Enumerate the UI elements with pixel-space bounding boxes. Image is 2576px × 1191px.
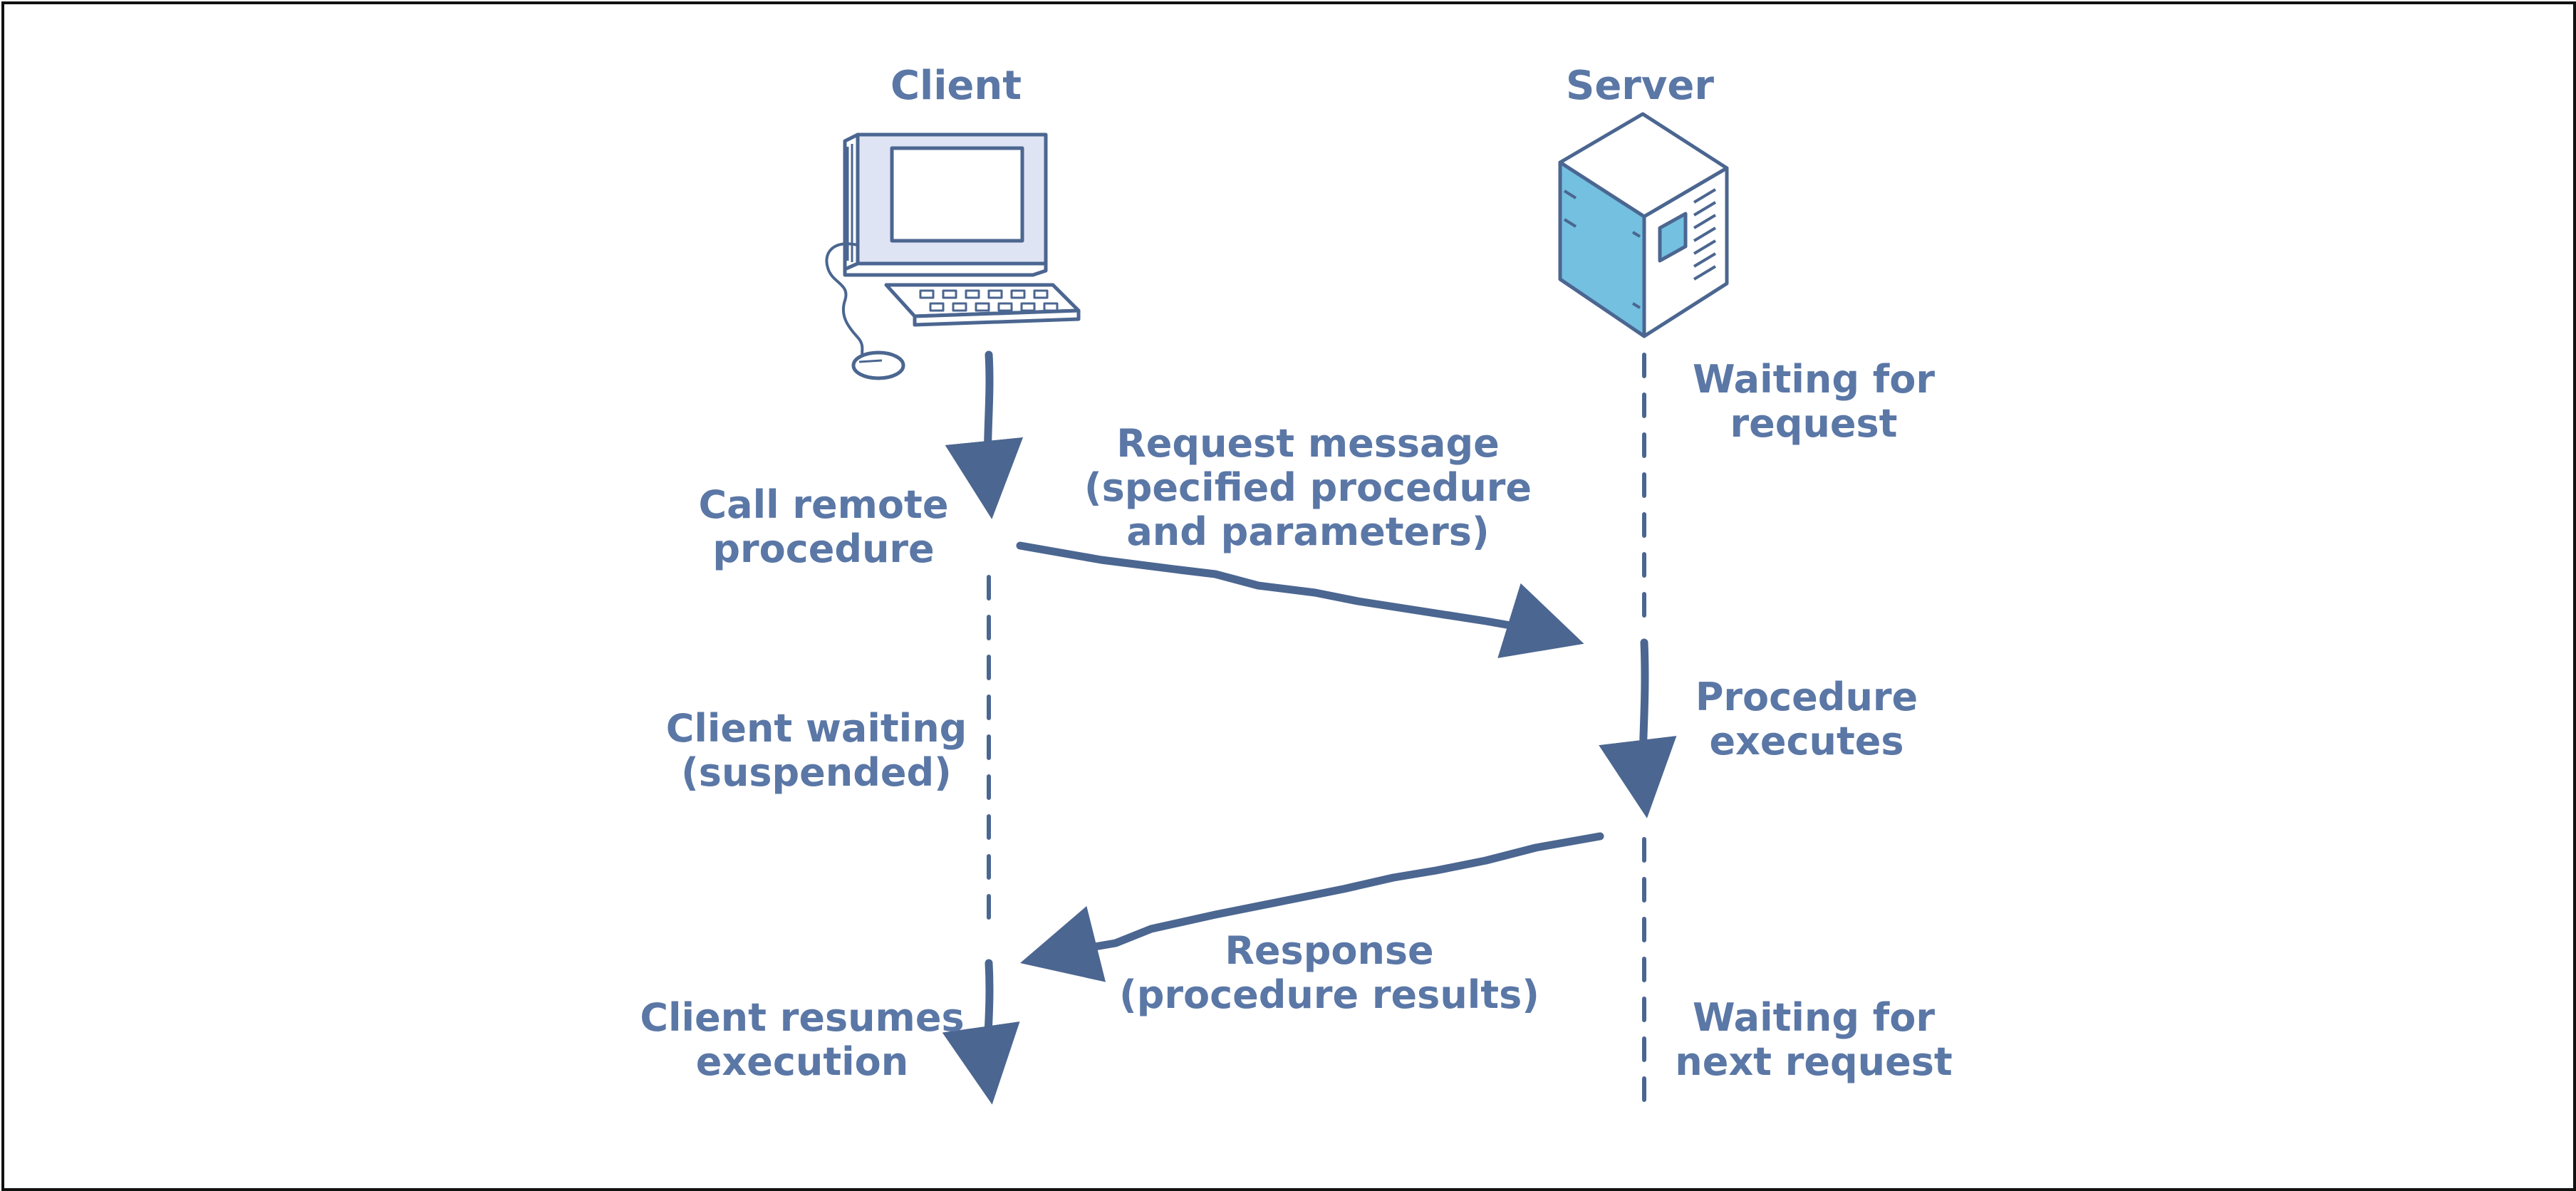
desktop-computer-icon <box>825 132 1081 380</box>
response-arrow <box>1019 832 1604 982</box>
server-active-segment <box>1599 638 1677 818</box>
server-actor-label: Server <box>1565 63 1715 109</box>
rpc-sequence-diagram <box>825 112 1729 1118</box>
response-label: Response(procedure results) <box>1119 928 1539 1017</box>
server-lifeline <box>1599 353 1677 1118</box>
client-waiting-label: Client waiting(suspended) <box>665 706 967 795</box>
client-active-segment-2 <box>942 959 1020 1105</box>
server-tower-icon <box>1558 112 1729 338</box>
client-active-segment-1 <box>945 350 1024 519</box>
request-arrow <box>1016 541 1584 658</box>
client-lifeline <box>942 350 1024 1105</box>
client-actor-label: Client <box>890 63 1022 109</box>
